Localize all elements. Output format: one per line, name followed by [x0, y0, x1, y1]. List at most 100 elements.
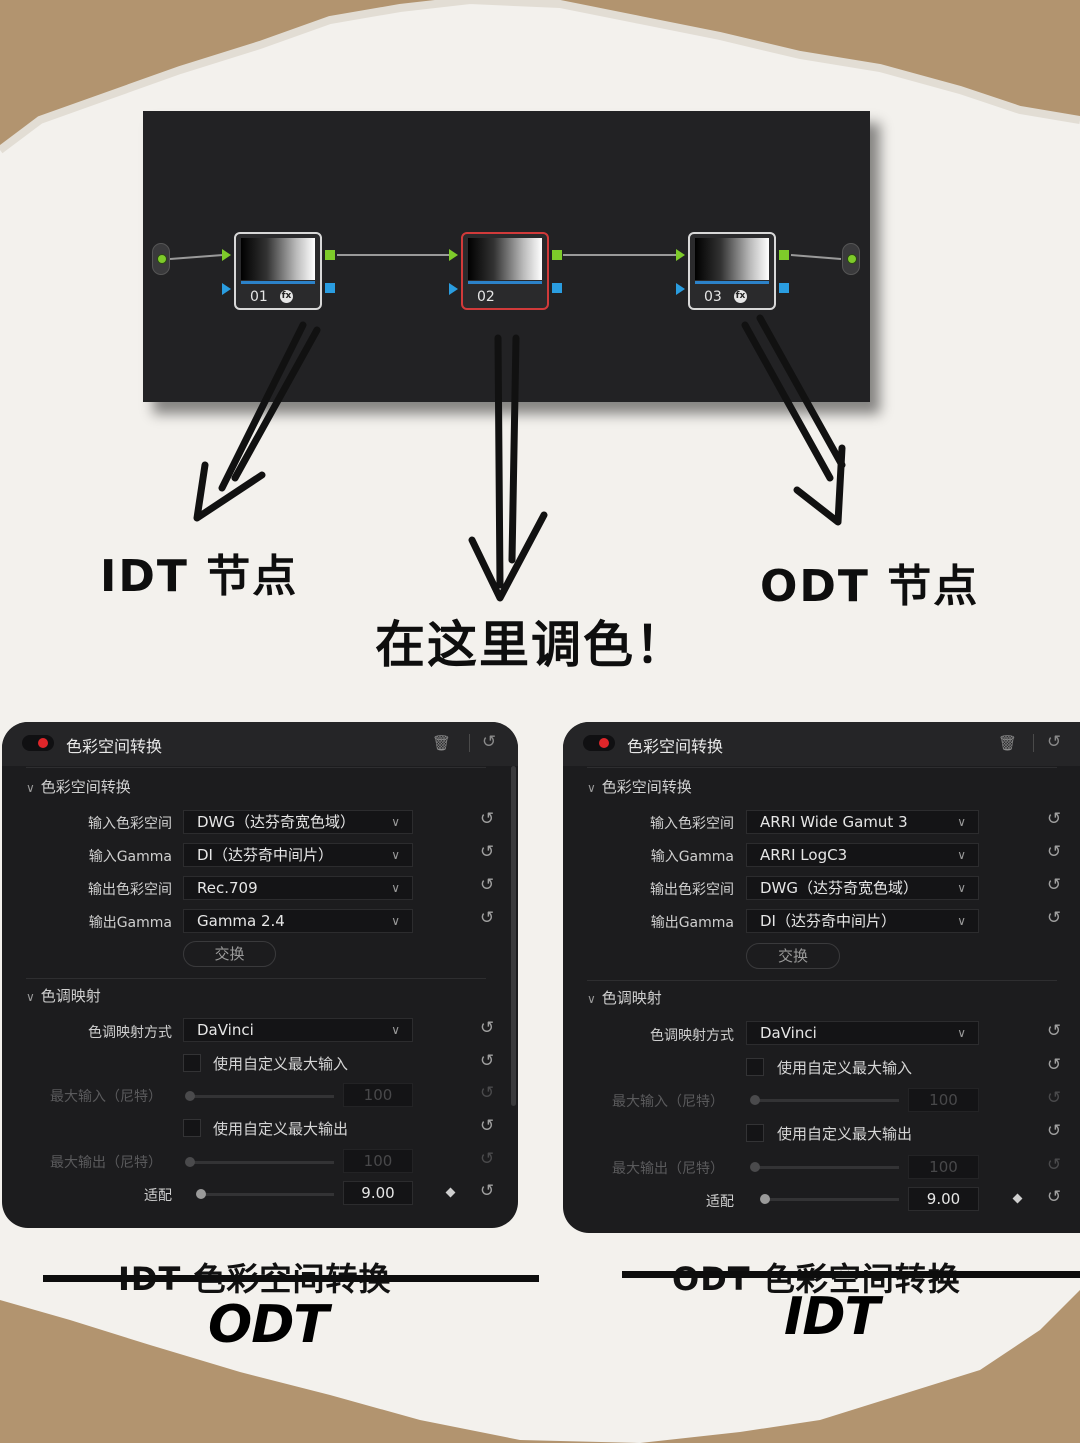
reset-icon[interactable]: ↺: [1047, 908, 1062, 928]
node-03-output-port[interactable]: [779, 250, 789, 260]
chevron-down-icon: ∨: [391, 1023, 400, 1037]
row-label: 输出Gamma: [650, 915, 734, 931]
node-number: 01: [250, 289, 268, 305]
chevron-down-icon: ∨: [391, 815, 400, 829]
reset-icon[interactable]: ↺: [1047, 1088, 1062, 1108]
node-03-input-port[interactable]: [676, 249, 685, 261]
section-header-color-space[interactable]: ∨色彩空间转换: [26, 778, 131, 796]
chevron-down-icon: ∨: [26, 781, 35, 795]
custom-max-input-checkbox[interactable]: [183, 1054, 201, 1072]
custom-max-output-checkbox[interactable]: [746, 1124, 764, 1142]
input-color-space-dropdown[interactable]: DWG（达芬奇宽色域）∨: [183, 810, 413, 834]
reset-icon[interactable]: ↺: [1047, 1187, 1062, 1207]
node-01-input-port[interactable]: [222, 249, 231, 261]
max-input-slider[interactable]: [753, 1099, 899, 1102]
node-01-input-port-blue[interactable]: [222, 283, 231, 295]
reset-icon[interactable]: ↺: [480, 875, 495, 895]
right-caption-correction: IDT: [784, 1287, 880, 1347]
node-01[interactable]: 01 fx: [234, 232, 322, 310]
reset-icon[interactable]: ↺: [1047, 1021, 1062, 1041]
reset-icon[interactable]: ↺: [1047, 842, 1062, 862]
fx-icon: fx: [280, 290, 293, 303]
node-01-output-port[interactable]: [325, 250, 335, 260]
reset-icon[interactable]: ↺: [1047, 809, 1062, 829]
trash-icon[interactable]: 🗑: [432, 734, 452, 752]
reset-icon[interactable]: ↺: [480, 1083, 495, 1103]
slider-knob[interactable]: [760, 1194, 770, 1204]
reset-icon[interactable]: ↺: [1047, 875, 1062, 895]
output-color-space-dropdown[interactable]: Rec.709∨: [183, 876, 413, 900]
slider-knob[interactable]: [185, 1157, 195, 1167]
graph-input-endpoint[interactable]: [152, 243, 170, 275]
node-number: 02: [477, 289, 495, 305]
output-gamma-dropdown[interactable]: DI（达芬奇中间片）∨: [746, 909, 979, 933]
reset-icon[interactable]: ↺: [480, 908, 495, 928]
node-02-input-port-blue[interactable]: [449, 283, 458, 295]
scrollbar[interactable]: [511, 766, 516, 1106]
color-space-transform-panel-left: 色彩空间转换 🗑 ↺ ∨色彩空间转换 输入色彩空间 DWG（达芬奇宽色域）∨ ↺…: [2, 722, 518, 1228]
node-03-input-port-blue[interactable]: [676, 283, 685, 295]
effect-toggle[interactable]: [583, 735, 615, 751]
graph-output-endpoint[interactable]: [842, 243, 860, 275]
slider-knob[interactable]: [196, 1189, 206, 1199]
adapt-slider[interactable]: [763, 1198, 899, 1201]
input-color-space-dropdown[interactable]: ARRI Wide Gamut 3∨: [746, 810, 979, 834]
max-output-slider[interactable]: [188, 1161, 334, 1164]
reset-icon[interactable]: ↺: [480, 1051, 495, 1071]
node-02[interactable]: 02: [461, 232, 549, 310]
max-output-value[interactable]: 100: [908, 1155, 979, 1179]
row-label: 最大输入（尼特）: [612, 1094, 724, 1110]
node-03-output-port-blue[interactable]: [779, 283, 789, 293]
max-input-slider[interactable]: [188, 1095, 334, 1098]
swap-button[interactable]: 交换: [746, 943, 840, 969]
output-color-space-dropdown[interactable]: DWG（达芬奇宽色域）∨: [746, 876, 979, 900]
adapt-value[interactable]: 9.00: [343, 1181, 413, 1205]
swap-button[interactable]: 交换: [183, 941, 276, 967]
max-output-slider[interactable]: [753, 1166, 899, 1169]
keyframe-diamond-icon[interactable]: [445, 1187, 456, 1198]
strikethrough-line: [43, 1275, 539, 1282]
left-caption-correction: ODT: [208, 1295, 329, 1355]
slider-knob[interactable]: [185, 1091, 195, 1101]
input-gamma-dropdown[interactable]: ARRI LogC3∨: [746, 843, 979, 867]
node-01-output-port-blue[interactable]: [325, 283, 335, 293]
reset-icon[interactable]: ↺: [1047, 1121, 1062, 1141]
reset-icon[interactable]: ↺: [480, 1018, 495, 1038]
effect-toggle[interactable]: [22, 735, 54, 751]
reset-icon[interactable]: ↺: [480, 842, 495, 862]
reset-icon[interactable]: ↺: [480, 1181, 495, 1201]
node-02-input-port[interactable]: [449, 249, 458, 261]
strikethrough-line: [622, 1271, 1080, 1278]
reset-icon[interactable]: ↺: [482, 732, 497, 752]
output-gamma-dropdown[interactable]: Gamma 2.4∨: [183, 909, 413, 933]
reset-icon[interactable]: ↺: [1047, 1155, 1062, 1175]
tone-mapping-method-dropdown[interactable]: DaVinci∨: [183, 1018, 413, 1042]
section-header-tone-mapping[interactable]: ∨色调映射: [26, 987, 101, 1005]
tone-mapping-method-dropdown[interactable]: DaVinci∨: [746, 1021, 979, 1045]
reset-icon[interactable]: ↺: [480, 1116, 495, 1136]
slider-knob[interactable]: [750, 1162, 760, 1172]
reset-icon[interactable]: ↺: [480, 1149, 495, 1169]
slider-knob[interactable]: [750, 1095, 760, 1105]
panel-header: 色彩空间转换 🗑 ↺: [563, 722, 1080, 766]
section-header-color-space[interactable]: ∨色彩空间转换: [587, 778, 692, 796]
reset-icon[interactable]: ↺: [1047, 1055, 1062, 1075]
keyframe-diamond-icon[interactable]: [1012, 1193, 1023, 1204]
adapt-slider[interactable]: [198, 1193, 334, 1196]
node-02-output-port[interactable]: [552, 250, 562, 260]
reset-icon[interactable]: ↺: [1047, 732, 1062, 752]
max-output-value[interactable]: 100: [343, 1149, 413, 1173]
panel-title: 色彩空间转换: [627, 737, 724, 756]
adapt-value[interactable]: 9.00: [908, 1187, 979, 1211]
custom-max-input-checkbox[interactable]: [746, 1058, 764, 1076]
custom-max-output-checkbox[interactable]: [183, 1119, 201, 1137]
input-gamma-dropdown[interactable]: DI（达芬奇中间片）∨: [183, 843, 413, 867]
trash-icon[interactable]: 🗑: [998, 734, 1018, 752]
node-03[interactable]: 03 fx: [688, 232, 776, 310]
row-label: 最大输出（尼特）: [612, 1161, 724, 1177]
max-input-value[interactable]: 100: [343, 1083, 413, 1107]
node-02-output-port-blue[interactable]: [552, 283, 562, 293]
reset-icon[interactable]: ↺: [480, 809, 495, 829]
max-input-value[interactable]: 100: [908, 1088, 979, 1112]
section-header-tone-mapping[interactable]: ∨色调映射: [587, 989, 662, 1007]
